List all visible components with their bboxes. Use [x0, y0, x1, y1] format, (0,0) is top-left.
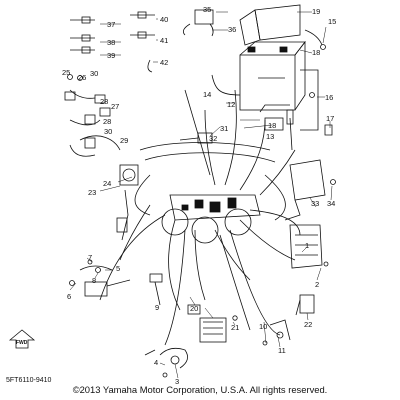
callout-34: 34 [327, 199, 335, 208]
callout-2: 2 [315, 280, 319, 289]
callout-33: 33 [311, 199, 319, 208]
diagram-linework [8, 4, 336, 378]
callout-26: 26 [78, 73, 86, 82]
callout-27: 27 [111, 102, 119, 111]
callout-22: 22 [304, 320, 312, 329]
callout-18b: 18 [268, 121, 276, 130]
copyright-notice: ©2013 Yamaha Motor Corporation, U.S.A. A… [72, 384, 328, 395]
callout-29: 29 [120, 136, 128, 145]
callout-30a: 30 [90, 69, 98, 78]
callout-9: 9 [155, 303, 159, 312]
callout-24: 24 [103, 179, 111, 188]
callout-28a: 28 [100, 97, 108, 106]
callout-20: 20 [190, 304, 198, 313]
callout-16: 16 [325, 93, 333, 102]
callout-36: 36 [228, 25, 236, 34]
callout-30b: 30 [104, 127, 112, 136]
callout-17: 17 [326, 114, 334, 123]
callout-38: 38 [107, 38, 115, 47]
callout-5: 5 [116, 264, 120, 273]
callout-37: 37 [107, 20, 115, 29]
callout-21: 21 [231, 323, 239, 332]
callout-12: 12 [227, 100, 235, 109]
part-number: 5FT6110-9410 [6, 377, 52, 384]
callout-numbers: 37 38 39 40 41 42 25 26 30 27 28 28 30 2… [62, 5, 336, 386]
callout-31: 31 [220, 124, 228, 133]
callout-7: 7 [88, 253, 92, 262]
callout-11: 11 [278, 346, 286, 355]
callout-8: 8 [92, 276, 96, 285]
callout-15: 15 [328, 17, 336, 26]
callout-18a: 18 [312, 48, 320, 57]
callout-3: 3 [175, 377, 179, 386]
callout-39: 39 [107, 51, 115, 60]
callout-6: 6 [67, 292, 71, 301]
callout-23: 23 [88, 188, 96, 197]
callout-14: 14 [203, 90, 211, 99]
callout-32: 32 [209, 134, 217, 143]
callout-28b: 28 [103, 117, 111, 126]
callout-41: 41 [160, 36, 168, 45]
callout-42: 42 [160, 58, 168, 67]
callout-1: 1 [305, 241, 309, 250]
callout-25: 25 [62, 68, 70, 77]
fwd-arrow-label: FWD [16, 340, 28, 346]
callout-13: 13 [266, 132, 274, 141]
callout-10: 10 [259, 322, 267, 331]
callout-19: 19 [312, 7, 320, 16]
callout-leaders [69, 11, 333, 379]
callout-35: 35 [203, 5, 211, 14]
callout-40: 40 [160, 15, 168, 24]
callout-4: 4 [154, 358, 158, 367]
